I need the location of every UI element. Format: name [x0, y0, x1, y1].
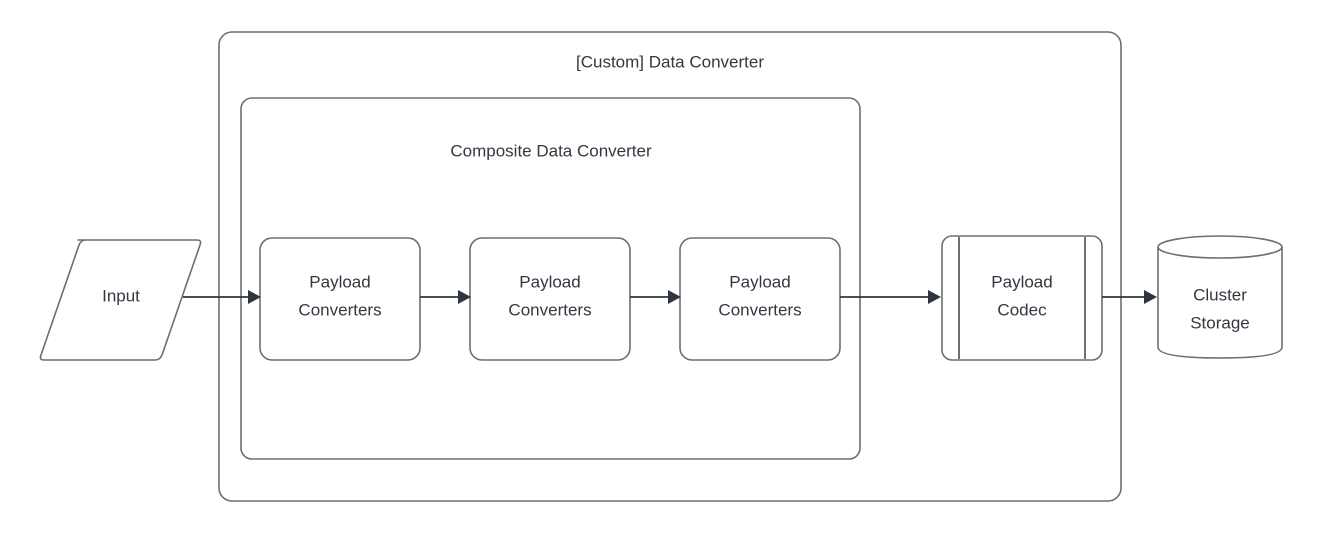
node-cluster-storage-label-line2: Storage	[1190, 313, 1250, 332]
node-payload-codec-label-line2: Codec	[997, 300, 1047, 319]
node-payload-converters-2-label-line1: Payload	[519, 272, 580, 291]
node-input[interactable]	[39, 239, 202, 361]
node-payload-converters-1[interactable]	[259, 237, 421, 361]
node-payload-converters-1-label-line2: Converters	[298, 300, 381, 319]
arrowhead-icon	[248, 290, 261, 304]
container-title-composite-data-converter: Composite Data Converter	[450, 141, 652, 160]
node-input-label: Input	[102, 286, 140, 305]
node-payload-converters-3-label-line2: Converters	[718, 300, 801, 319]
node-payload-converters-1-label-line1: Payload	[309, 272, 370, 291]
node-payload-codec[interactable]	[941, 235, 1103, 361]
arrowhead-icon	[458, 290, 471, 304]
node-payload-converters-2-label-line2: Converters	[508, 300, 591, 319]
node-payload-converters-3[interactable]	[679, 237, 841, 361]
node-payload-codec-label-line1: Payload	[991, 272, 1052, 291]
connector-input-to-converter-1	[183, 290, 261, 304]
container-title-custom-data-converter: [Custom] Data Converter	[576, 52, 764, 71]
arrowhead-icon	[668, 290, 681, 304]
connector-converter-1-to-converter-2	[420, 290, 471, 304]
node-payload-converters-2[interactable]	[469, 237, 631, 361]
cluster-storage-top-ellipse	[1157, 235, 1283, 259]
connector-converter-3-to-codec	[840, 290, 941, 304]
connector-codec-to-cluster-storage	[1102, 290, 1157, 304]
arrowhead-icon	[928, 290, 941, 304]
arrowhead-icon	[1144, 290, 1157, 304]
node-payload-converters-3-label-line1: Payload	[729, 272, 790, 291]
node-cluster-storage[interactable]	[1157, 235, 1283, 359]
connector-converter-2-to-converter-3	[630, 290, 681, 304]
node-cluster-storage-label-line1: Cluster	[1193, 285, 1247, 304]
